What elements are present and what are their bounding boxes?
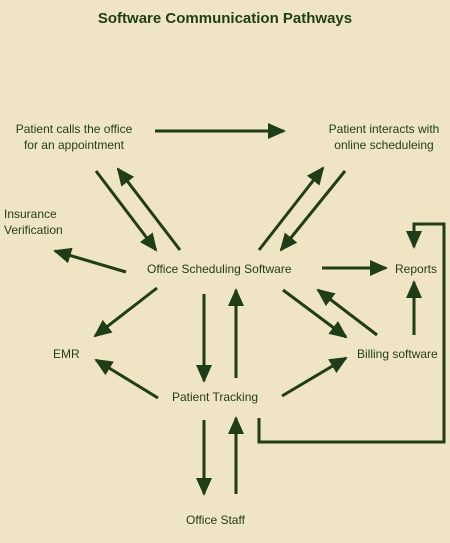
node-reports: Reports — [395, 262, 438, 276]
node-insurance-line1: Insurance — [4, 207, 57, 221]
node-billing-software: Billing software — [357, 347, 438, 361]
diagram-title: Software Communication Pathways — [97, 10, 353, 27]
arrow-office-scheduling-to-patient-calls — [116, 167, 182, 251]
node-office-scheduling-software: Office Scheduling Software — [147, 262, 292, 276]
node-patient-calls: Patient calls the office for an appointm… — [0, 121, 148, 153]
arrow-patient-online-to-office-scheduling — [279, 170, 347, 252]
node-patient-calls-line1: Patient calls the office — [15, 122, 133, 136]
node-patient-online-line2: online scheduleing — [334, 138, 434, 152]
node-patient-online-line1: Patient interacts with — [328, 122, 440, 136]
arrow-patient-tracking-to-reports — [257, 222, 446, 444]
arrow-patient-tracking-to-emr — [94, 358, 159, 400]
arrow-office-scheduling-to-patient-online — [257, 166, 325, 251]
arrow-office-scheduling-to-insurance — [53, 247, 127, 274]
node-office-staff: Office Staff — [186, 513, 245, 527]
arrow-billing-to-office-scheduling — [316, 288, 378, 337]
node-patient-calls-line2: for an appointment — [23, 138, 125, 152]
arrow-office-scheduling-to-emr — [93, 286, 158, 338]
arrow-patient-calls-to-office-scheduling — [94, 170, 158, 252]
arrow-patient-tracking-to-billing — [281, 356, 348, 398]
node-patient-tracking: Patient Tracking — [172, 390, 259, 404]
node-insurance-line2: Verification — [4, 223, 63, 237]
arrow-office-scheduling-to-billing — [282, 288, 348, 339]
node-patient-online: Patient interacts with online schedulein… — [318, 121, 450, 153]
node-insurance-verification: Insurance Verification — [4, 206, 63, 238]
node-emr: EMR — [53, 347, 80, 361]
